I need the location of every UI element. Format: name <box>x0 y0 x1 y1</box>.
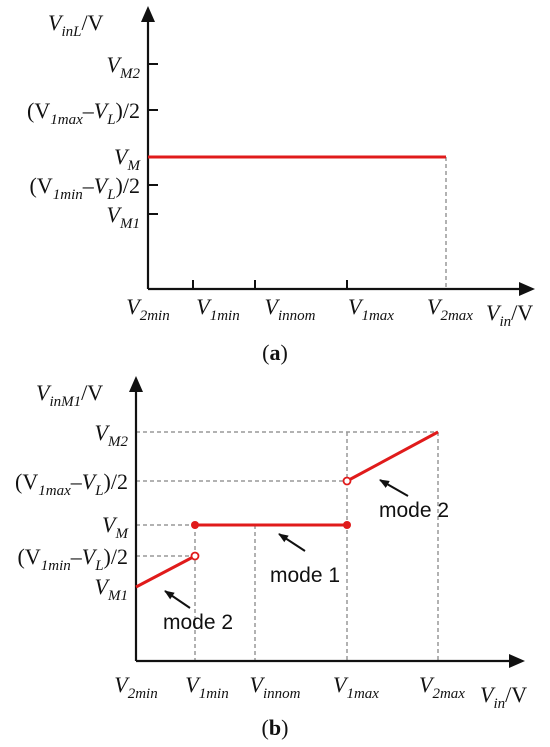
panel-a: VinL/V VM2 (V1max–VL)/2 VM (V1min–VL)/2 … <box>27 6 535 365</box>
x-axis-arrow <box>509 654 525 668</box>
arrow-mode1 <box>278 533 306 552</box>
ytick-label-v1min-vl: (V1min–VL)/2 <box>30 173 140 203</box>
ytick-label-vm: VM <box>102 512 129 542</box>
ytick-label-vm1: VM1 <box>95 574 128 604</box>
x-axis-label: Vin/V <box>486 300 533 330</box>
xtick-label-v2max: V2max <box>427 294 473 324</box>
ytick-label-vm: VM <box>114 144 141 174</box>
panel-a-caption: (a) <box>262 340 288 365</box>
x-axis-arrow <box>519 282 535 296</box>
annotation-mode2-left: mode 2 <box>163 611 233 634</box>
xtick-label-v1min: V1min <box>185 672 228 702</box>
y-axis-label: VinL/V <box>48 10 104 40</box>
xtick-label-vinnom: Vinnom <box>250 672 301 702</box>
ytick-label-v1max-vl: (V1max–VL)/2 <box>15 469 128 499</box>
xtick-label-v1max: V1max <box>333 672 379 702</box>
curve-mode2-left <box>135 554 196 589</box>
xtick-label-v2min: V2min <box>114 672 157 702</box>
ytick-label-vm2: VM2 <box>107 52 141 82</box>
ytick-label-vm1: VM1 <box>107 202 140 232</box>
xtick-label-v1max: V1max <box>348 294 394 324</box>
xtick-label-v1min: V1min <box>196 294 239 324</box>
annotation-mode2-right: mode 2 <box>379 499 449 522</box>
open-point <box>190 551 200 561</box>
arrow-mode2-left <box>164 590 191 609</box>
ytick-label-v1min-vl: (V1min–VL)/2 <box>18 544 128 574</box>
filled-point <box>343 521 351 529</box>
y-axis-arrow <box>129 376 143 392</box>
annotation-mode1: mode 1 <box>270 564 340 587</box>
panel-b-caption: (b) <box>262 715 289 740</box>
xtick-label-v2max: V2max <box>419 672 465 702</box>
y-axis-label: VinM1/V <box>36 380 103 410</box>
xtick-label-vinnom: Vinnom <box>265 294 316 324</box>
filled-point <box>191 521 199 529</box>
ytick-label-vm2: VM2 <box>95 420 129 450</box>
xtick-label-v2min: V2min <box>126 294 169 324</box>
x-axis-label: Vin/V <box>480 682 527 712</box>
y-axis-arrow <box>141 6 155 22</box>
arrow-mode2-right <box>379 479 409 497</box>
curve-mode2-right <box>346 430 439 483</box>
ytick-label-v1max-vl: (V1max–VL)/2 <box>27 98 140 128</box>
open-point <box>342 476 352 486</box>
panel-b: mode 2 mode 1 mode 2 VinM1/V VM2 (V1max–… <box>15 376 527 740</box>
